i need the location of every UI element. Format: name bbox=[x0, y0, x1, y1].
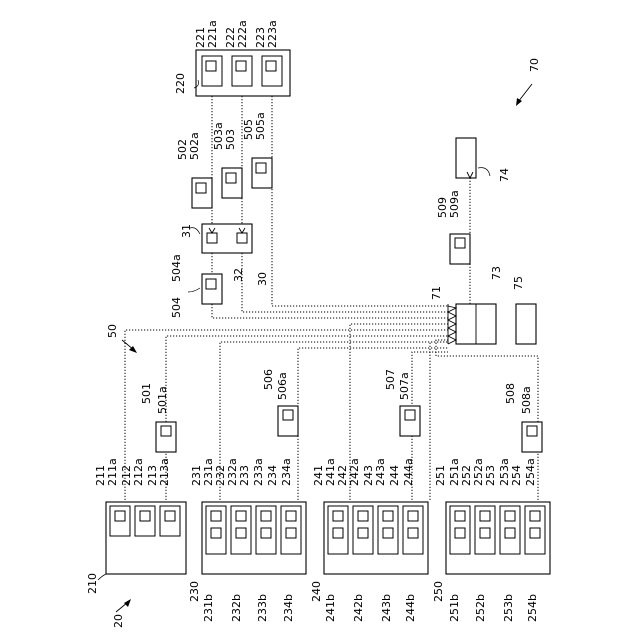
label-210: 210 bbox=[86, 573, 99, 594]
label-75: 75 bbox=[512, 276, 525, 290]
label-211a: 211a bbox=[106, 458, 119, 486]
sensor-507 bbox=[400, 406, 420, 436]
label-220: 220 bbox=[174, 73, 187, 94]
label-233b: 233b bbox=[256, 594, 269, 622]
hub-71 bbox=[448, 304, 496, 344]
label-242a: 242a bbox=[348, 458, 361, 486]
label-506: 506 bbox=[262, 369, 275, 390]
label-507: 507 bbox=[384, 369, 397, 390]
sensor-502 bbox=[192, 178, 212, 208]
label-233: 233 bbox=[238, 465, 251, 486]
label-242b: 242b bbox=[352, 594, 365, 622]
label-213a: 213a bbox=[158, 458, 171, 486]
sensor-501 bbox=[156, 422, 176, 452]
block-250 bbox=[446, 502, 550, 574]
label-254b: 254b bbox=[526, 594, 539, 622]
label-240: 240 bbox=[310, 581, 323, 602]
label-501: 501 bbox=[140, 383, 153, 404]
display-74 bbox=[456, 138, 476, 178]
label-234b: 234b bbox=[282, 594, 295, 622]
label-244: 244 bbox=[388, 465, 401, 486]
label-243a: 243a bbox=[374, 458, 387, 486]
label-505a: 505a bbox=[254, 112, 267, 140]
label-501a: 501a bbox=[156, 386, 169, 414]
sensor-503 bbox=[222, 168, 242, 198]
label-222a: 222a bbox=[236, 20, 249, 48]
label-253b: 253b bbox=[502, 594, 515, 622]
label-233a: 233a bbox=[252, 458, 265, 486]
label-231b: 231b bbox=[202, 594, 215, 622]
label-73: 73 bbox=[490, 266, 503, 280]
label-506a: 506a bbox=[276, 372, 289, 400]
sensor-505 bbox=[252, 158, 272, 188]
label-223a: 223a bbox=[266, 20, 279, 48]
label-253: 253 bbox=[484, 465, 497, 486]
sensor-504 bbox=[202, 274, 222, 304]
label-212a: 212a bbox=[132, 458, 145, 486]
label-234: 234 bbox=[266, 465, 279, 486]
label-74: 74 bbox=[498, 168, 511, 182]
label-250: 250 bbox=[432, 581, 445, 602]
label-244b: 244b bbox=[404, 594, 417, 622]
label-509a: 509a bbox=[448, 190, 461, 218]
sensor-506 bbox=[278, 406, 298, 436]
label-31: 31 bbox=[180, 224, 193, 238]
unit-75 bbox=[516, 304, 536, 344]
label-244a: 244a bbox=[402, 458, 415, 486]
label-234a: 234a bbox=[280, 458, 293, 486]
label-241b: 241b bbox=[324, 594, 337, 622]
label-251: 251 bbox=[434, 465, 447, 486]
label-fig-70: 70 bbox=[528, 58, 541, 72]
sensor-508 bbox=[522, 422, 542, 452]
label-221a: 221a bbox=[206, 20, 219, 48]
label-232b: 232b bbox=[230, 594, 243, 622]
sensor-509 bbox=[450, 234, 470, 264]
converter-30 bbox=[202, 224, 252, 253]
label-252b: 252b bbox=[474, 594, 487, 622]
block-210 bbox=[106, 502, 186, 574]
label-71: 71 bbox=[430, 286, 443, 300]
label-503: 503 bbox=[224, 129, 237, 150]
label-251b: 251b bbox=[448, 594, 461, 622]
label-508a: 508a bbox=[520, 386, 533, 414]
block-230 bbox=[202, 502, 306, 574]
label-fig-50: 50 bbox=[106, 324, 119, 338]
label-503a: 503a bbox=[212, 122, 225, 150]
block-240 bbox=[324, 502, 428, 574]
label-507a: 507a bbox=[398, 372, 411, 400]
label-504a: 504a bbox=[170, 254, 183, 282]
label-32: 32 bbox=[232, 268, 245, 282]
label-fig-20: 20 bbox=[112, 614, 125, 628]
label-254: 254 bbox=[510, 465, 523, 486]
label-504: 504 bbox=[170, 297, 183, 318]
label-502a: 502a bbox=[188, 132, 201, 160]
block-220 bbox=[196, 50, 290, 96]
label-243b: 243b bbox=[380, 594, 393, 622]
label-230: 230 bbox=[188, 581, 201, 602]
label-508: 508 bbox=[504, 383, 517, 404]
label-30: 30 bbox=[256, 272, 269, 286]
label-254a: 254a bbox=[524, 458, 537, 486]
